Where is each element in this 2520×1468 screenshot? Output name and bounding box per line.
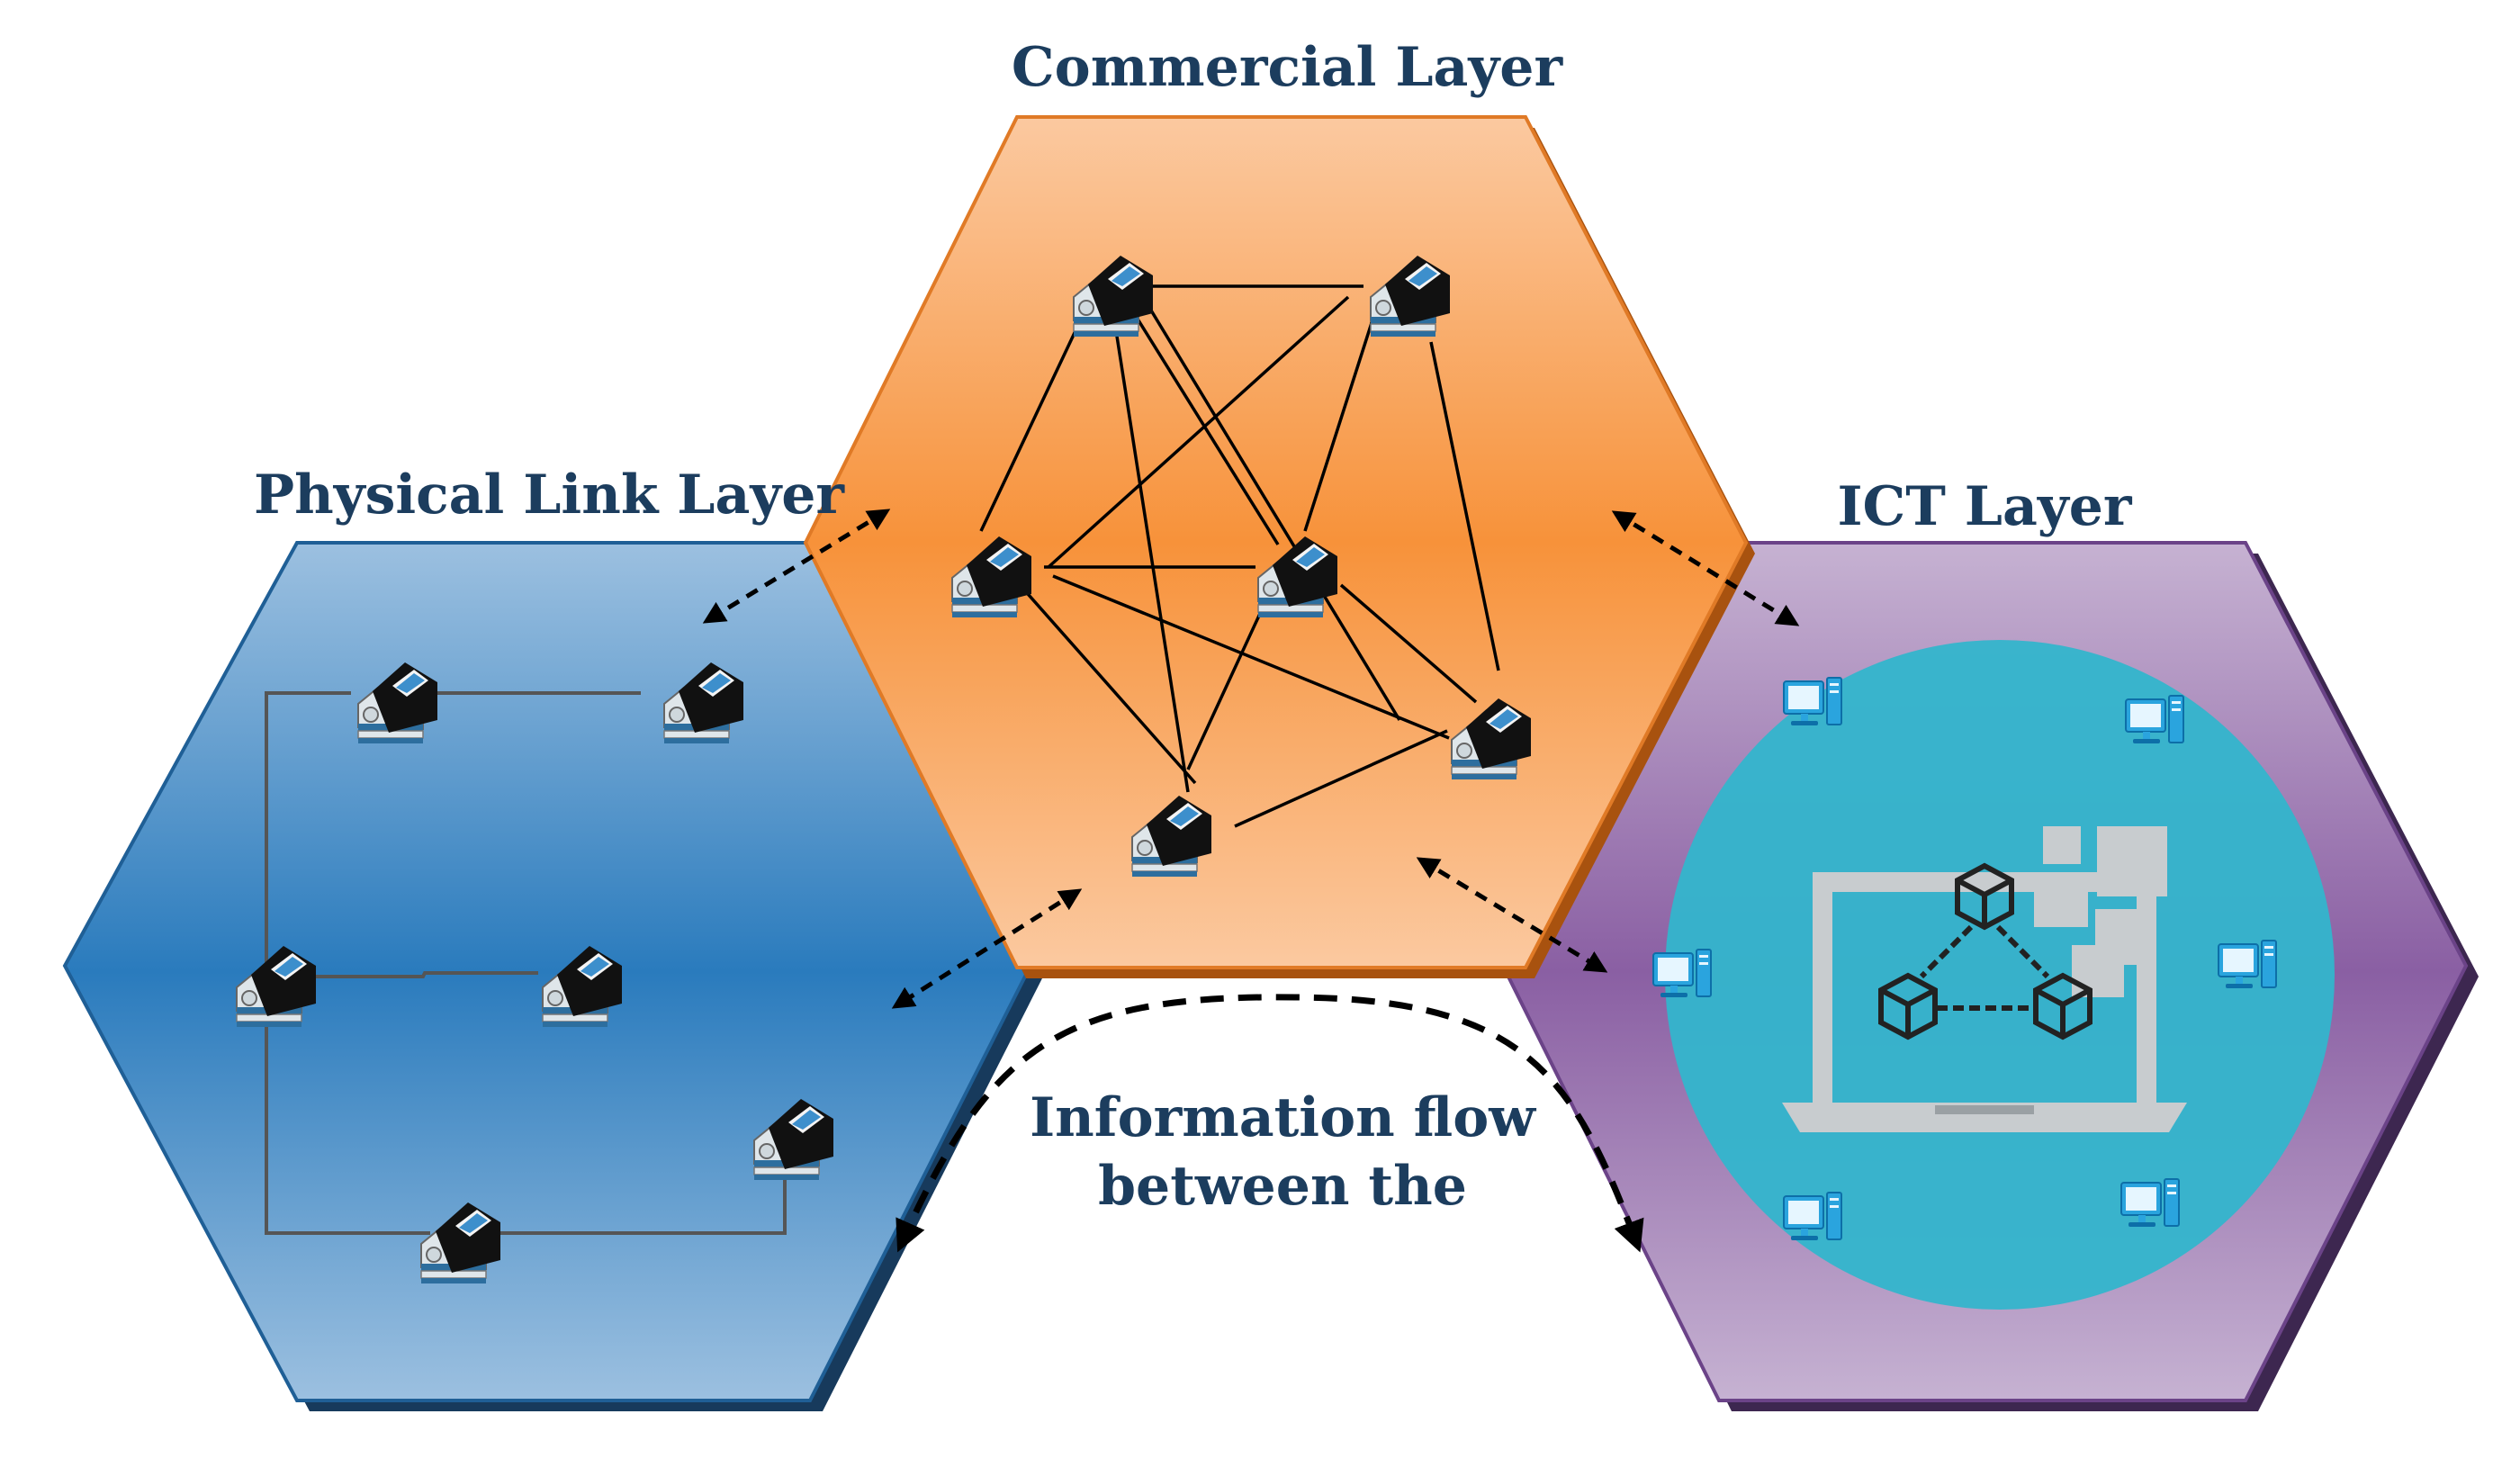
ict-circle bbox=[1665, 640, 2335, 1310]
ict-layer-title: ICT Layer bbox=[1837, 475, 2132, 538]
laptop-blockchain-icon bbox=[1782, 826, 2187, 1132]
commercial-physical-arrow bbox=[891, 888, 1083, 1009]
commercial-layer-title: Commercial Layer bbox=[1012, 36, 1564, 99]
physical-commercial-arrow bbox=[702, 509, 891, 624]
commercial-ict-lower-arrow bbox=[1416, 857, 1608, 973]
flow-label-line1: Information flow bbox=[1030, 1086, 1536, 1149]
commercial-mesh bbox=[979, 284, 1500, 828]
ict-content bbox=[1652, 640, 2335, 1310]
commercial-ict-arrow bbox=[1611, 510, 1800, 626]
flow-arrows bbox=[702, 509, 1800, 1253]
flow-label-line2: between the bbox=[1098, 1155, 1467, 1218]
information-flow-arrow bbox=[896, 994, 1644, 1253]
physical-layer-title: Physical Link Layer bbox=[254, 464, 845, 527]
